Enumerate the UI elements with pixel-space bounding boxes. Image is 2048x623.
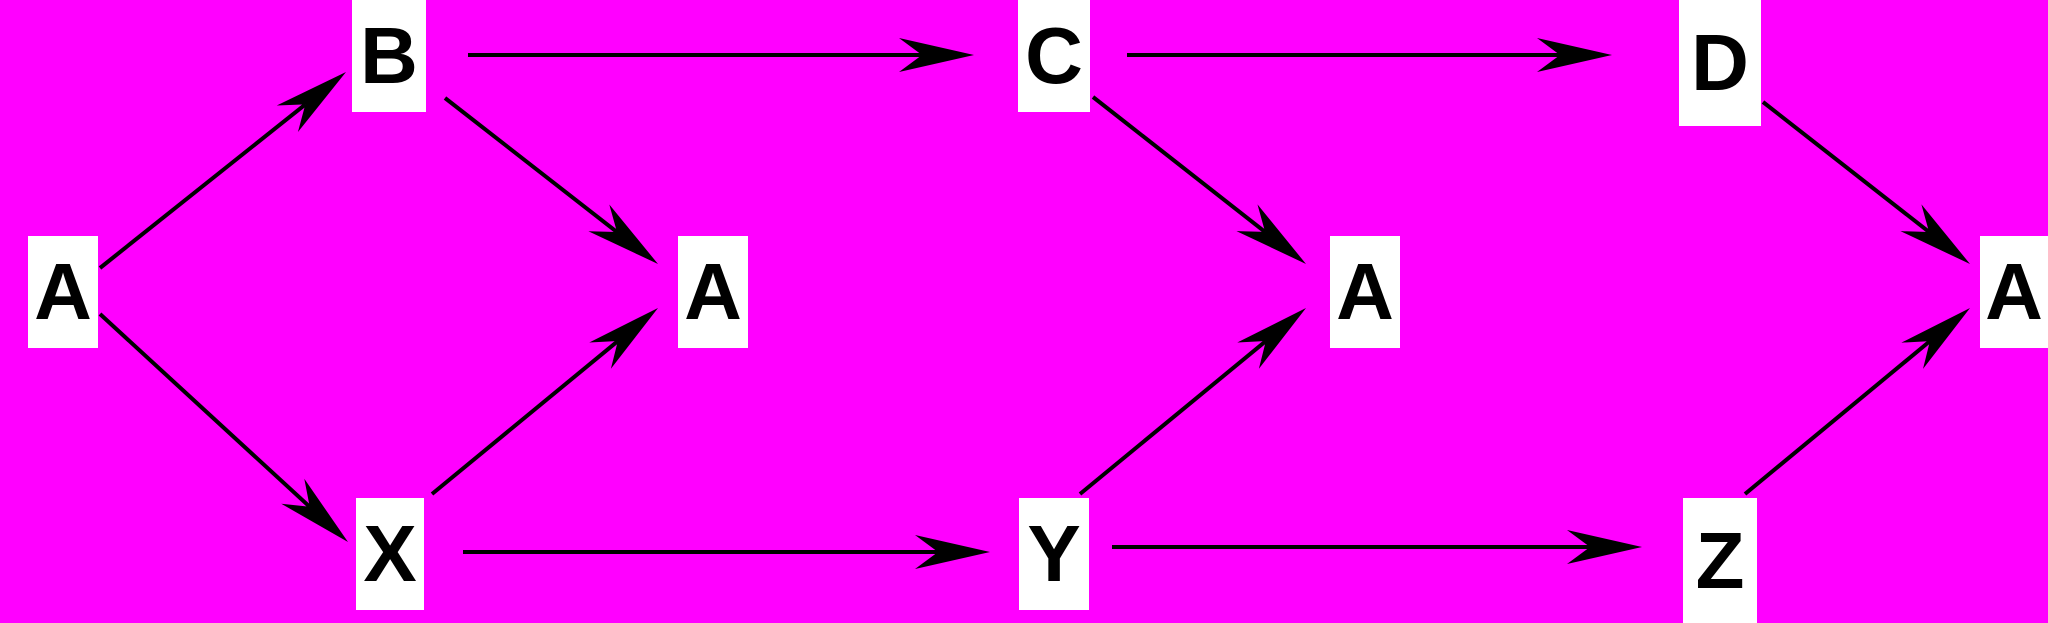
arrowhead <box>899 38 974 72</box>
node-a-mid1: A <box>678 236 748 348</box>
edge-b-to-c <box>468 38 974 72</box>
arrowhead <box>1900 204 1970 264</box>
arrowhead <box>915 535 990 569</box>
edge-line <box>430 339 620 496</box>
arrowhead <box>589 308 658 369</box>
node-a-mid2: A <box>1330 236 1400 348</box>
arrowhead <box>1236 204 1306 264</box>
arrowhead <box>1567 530 1642 564</box>
arrowhead <box>1237 308 1306 369</box>
arrowhead <box>281 478 348 542</box>
edge-a_start-to-x <box>98 312 348 542</box>
edge-line <box>1091 95 1267 234</box>
edge-c-to-a_mid2 <box>1091 95 1306 264</box>
node-x: X <box>356 498 424 610</box>
edge-line <box>1078 339 1268 496</box>
edge-line <box>98 312 312 509</box>
edge-d-to-a_end <box>1761 100 1970 264</box>
node-d: D <box>1679 0 1761 126</box>
edge-b-to-a_mid1 <box>443 96 658 264</box>
arrowhead <box>1537 38 1612 72</box>
edge-a_start-to-b <box>98 72 346 270</box>
edge-y-to-z <box>1112 530 1642 564</box>
edge-line <box>1743 339 1932 496</box>
node-b: B <box>352 0 426 112</box>
edge-line <box>98 102 307 270</box>
edge-z-to-a_end <box>1743 308 1970 496</box>
edge-x-to-a_mid1 <box>430 308 658 496</box>
node-z: Z <box>1683 498 1757 623</box>
arrowhead <box>1901 308 1970 369</box>
node-c: C <box>1018 0 1090 112</box>
edge-y-to-a_mid2 <box>1078 308 1306 496</box>
edge-x-to-y <box>463 535 990 569</box>
node-y: Y <box>1019 498 1089 610</box>
node-a-end: A <box>1980 236 2048 348</box>
edge-line <box>443 96 619 234</box>
edge-c-to-d <box>1127 38 1612 72</box>
edge-line <box>1761 100 1931 234</box>
arrowhead <box>588 204 658 264</box>
node-a-start: A <box>28 236 98 348</box>
arrowhead <box>276 72 346 133</box>
